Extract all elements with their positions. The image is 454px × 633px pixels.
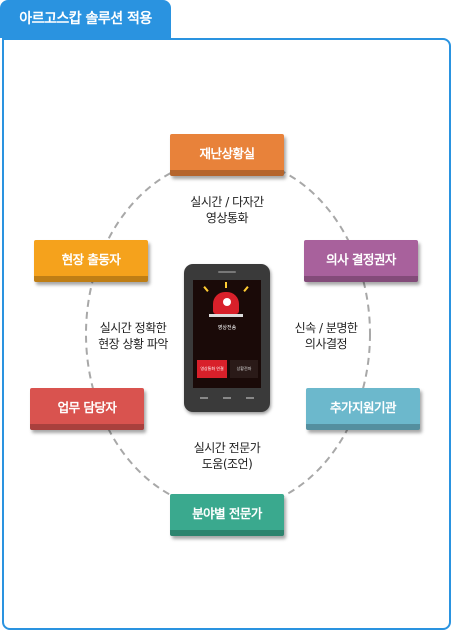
label-right-line1: 신속 / 분명한	[294, 321, 358, 335]
screen-call-button: 영상통화 연결	[197, 360, 227, 378]
siren-ray-icon	[243, 286, 249, 292]
node-support-agency: 추가지원기관	[306, 388, 420, 430]
label-left: 실시간 정확한 현장 상황 파악	[78, 320, 188, 352]
label-bottom-line1: 실시간 전문가	[193, 441, 261, 455]
siren-ray-icon	[225, 282, 227, 288]
siren-base	[209, 314, 243, 317]
phone-speaker	[218, 271, 236, 273]
node-field-experts: 분야별 전문가	[170, 494, 284, 536]
label-left-line2: 현장 상황 파악	[98, 337, 168, 351]
label-top-line1: 실시간 / 다자간	[190, 195, 264, 209]
label-right: 신속 / 분명한 의사결정	[276, 320, 376, 352]
screen-share-button: 상황전파	[230, 360, 258, 378]
section-tab-title: 아르고스캅 솔루션 적용	[0, 0, 171, 38]
siren-ray-icon	[203, 286, 209, 292]
menu-key-icon	[246, 397, 254, 399]
node-disaster-room: 재난상황실	[170, 134, 284, 176]
label-bottom-line2: 도움(조언)	[201, 457, 253, 471]
label-left-line1: 실시간 정확한	[99, 321, 167, 335]
phone-soft-keys	[198, 395, 256, 401]
siren-eye	[223, 298, 231, 306]
label-top-line2: 영상통화	[205, 211, 249, 225]
node-staff-in-charge: 업무 담당자	[30, 388, 144, 430]
smartphone-illustration: 영상전송 영상통화 연결 상황전파	[184, 264, 270, 412]
node-decision-maker: 의사 결정권자	[304, 240, 418, 282]
label-bottom: 실시간 전문가 도움(조언)	[165, 440, 289, 472]
label-top: 실시간 / 다자간 영상통화	[165, 194, 289, 226]
back-key-icon	[200, 397, 208, 399]
screen-title: 영상전송	[217, 325, 237, 331]
siren-icon	[213, 292, 239, 314]
label-right-line2: 의사결정	[304, 337, 348, 351]
node-field-responder: 현장 출동자	[34, 240, 148, 282]
phone-screen: 영상전송 영상통화 연결 상황전파	[193, 280, 261, 388]
home-key-icon	[223, 397, 231, 399]
